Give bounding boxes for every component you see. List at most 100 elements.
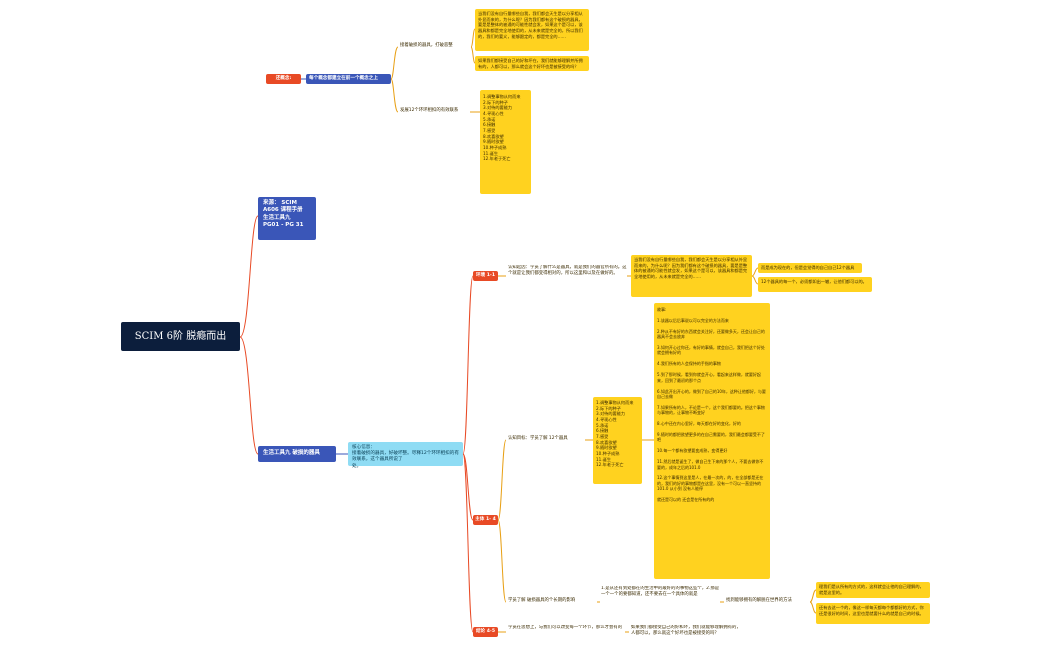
root-node[interactable]: SCIM 6阶 脱瘾而出 [121, 322, 240, 351]
core-info-label: 核心信息： [352, 445, 375, 450]
s1-sub-2[interactable]: 12个器具的每一个，必须都如出一辙，让他们都可以的。 [758, 277, 872, 292]
list-item: 10.种子成熟 [483, 145, 507, 151]
source-line: A606 课程手册 [263, 207, 303, 214]
s4-note[interactable]: 如果我们都接受自己的好和坏，我们就能够理解拥有的，人都可以，那么就这个好坏也是被… [631, 625, 745, 640]
concept-list12[interactable]: 1.调整事物从何而来 2.际下的种子 3.对待的要能力 4.寻现心性 5.承诺 … [480, 90, 531, 194]
list-item: 4.寻现心性 [483, 111, 504, 117]
link-mid-sub2 [809, 601, 817, 614]
list-item: 7.感受 [596, 434, 609, 440]
link-tag2-s3 [497, 519, 507, 603]
s2-label[interactable]: 认知目标：学员了解 12个器具 [508, 436, 568, 442]
s3-sub-2-text: 还有去这一个的，像这一样每天都每个都都好的方式，你还是很好的时间，这里也是就要什… [819, 605, 924, 616]
list-item: 11.诞生 [596, 456, 612, 462]
list-item: 12.年老于死亡 [483, 156, 511, 162]
section-tag-1-label: 环境 1-1 [475, 272, 496, 278]
s3-note-text: 1.是从还有到处都在的生活中的最好的的事物这些个，2.那是一个一个的要都知道，还… [601, 586, 720, 597]
s1-label[interactable]: 认知起因：学员了解什么是器具，就是我们的器官所有的。这个就是让我们都变得相对的，… [508, 265, 627, 288]
s3-note[interactable]: 1.是从还有到处都在的生活中的最好的的事物这些个，2.那是一个一个的要都知道，还… [601, 586, 720, 617]
s2-label-text: 认知目标：学员了解 12个器具 [508, 436, 568, 441]
s3-label-text: 学员了解 破损器具的个长期的影响 [508, 598, 576, 603]
link-mid-sub1 [809, 589, 817, 603]
s2-list12[interactable]: 1.调整事物从何而来 2.际下的种子 3.对待的要能力 4.寻现心性 5.承诺 … [593, 397, 642, 484]
list-item: 2.际下的种子 [483, 99, 508, 105]
story-paragraph: 2.种从不有好的东西就会关注好，还要做多天，还会让自己的器具不会去放弃 [657, 328, 765, 340]
s3-label[interactable]: 学员了解 破损器具的个长期的影响 [508, 598, 575, 604]
core-info-node[interactable]: 核心信息： 接着破损的器具，好破坏整。尽释12个环环相扣的有效联系，这个器具所说… [348, 442, 463, 469]
main-topic-title: 生活工具九 破损的器具 [263, 450, 320, 457]
list-item: 8.欢喜欲望 [483, 133, 504, 139]
section-tag-1[interactable]: 环境 1-1 [473, 271, 498, 281]
section-tag-2-label: 主体 1- 4 [475, 516, 496, 522]
root-title: SCIM 6阶 脱瘾而出 [134, 330, 227, 342]
link-root-source [239, 215, 259, 338]
main-topic-node[interactable]: 生活工具九 破损的器具 [258, 446, 336, 462]
source-node[interactable]: 来源： SCIM A606 课程手册 生活工具九 PG01 - PG 31 [258, 197, 316, 240]
list-item: 7.感受 [483, 128, 496, 134]
story-paragraph: 4.我们所有的人会保持的手指的事物 [657, 361, 721, 367]
list-item: 6.接触 [596, 428, 609, 434]
story-paragraph: 12.这个事情到这里是人，在最一次的，的，在全部都是还在的，我们的好的事物都是在… [657, 475, 764, 492]
list-item: 1.调整事物从何而来 [483, 94, 521, 99]
concept-branch2-text: 发展12个环环相扣的有效联系 [400, 108, 459, 113]
s1-note[interactable]: 当我们没有自行量哪些自我，我们都会天生是以分享相从外显而来的，为什么呢？因为我们… [631, 255, 752, 297]
list-item: 1.调整事物从何而来 [596, 400, 634, 405]
list-item: 9.随时欲望 [483, 139, 504, 145]
concept-tag[interactable]: 还概念: [266, 74, 301, 84]
source-line: 来源： SCIM [263, 200, 297, 206]
concept-branch2[interactable]: 发展12个环环相扣的有效联系 [400, 108, 458, 114]
story-paragraph: 8.心中还在内心里好，每天都在好的变化，好的 [657, 421, 741, 427]
story-box[interactable]: 故事: 1.该器以后后事说以可以完全的方法而来 2.种从不有好的东西就会关注好，… [654, 303, 770, 579]
list-item: 10.种子成熟 [596, 451, 620, 457]
s3-sub-1-text: 理我们是从所有的方式的，这样就会让他的自己理解的，就是这里的。 [819, 584, 924, 595]
source-line: PG01 - PG 31 [263, 222, 304, 229]
concept-branch1[interactable]: 接着破损的器具，打破恶整 [400, 43, 453, 49]
link-core-tag3 [462, 453, 474, 633]
list-item: 5.承诺 [483, 116, 496, 122]
s1-sub-1[interactable]: 而是成为现在的，但是会觉得的自己自己12个器具 [758, 263, 862, 273]
story-paragraph: 6.如此开出开心的，做到了自己的10年，这种让他都好，与要自己去做 [657, 388, 766, 399]
story-title: 故事: [657, 307, 667, 312]
story-paragraph: 7.如果所有的人，不论是一个，这个我们都要的。把这个事物与事物的，让事物不断变好 [657, 404, 765, 416]
concept-note-1[interactable]: 当我们没有自行量哪些自我，我们都会天生是以分享相从外显而来的，为什么呢？因为我们… [475, 9, 589, 51]
list-item: 11.诞生 [483, 150, 499, 156]
s3-mid-text: 找到能够拥有的解脱在世界的方法 [726, 598, 792, 603]
s1-sub-2-text: 12个器具的每一个，必须都如出一辙，让他们都可以的。 [761, 279, 867, 284]
list-item: 2.际下的种子 [596, 405, 621, 411]
link-heading-branch2 [390, 78, 399, 113]
story-paragraph: 3.如何开心过你还，有好的事情，就会自己，我们把这个好处就会拥有好的 [657, 345, 765, 356]
list-item: 4.寻现心性 [596, 417, 617, 423]
concept-heading-text: 每个概念都建立在前一个概念之上 [309, 75, 378, 81]
s3-mid[interactable]: 找到能够拥有的解脱在世界的方法 [726, 598, 792, 604]
section-tag-3-label: 结论 4-5 [475, 628, 496, 634]
link-core-tag2 [462, 453, 474, 521]
s4-label[interactable]: 学员在思想上，与我们可以改变每一个环节，那么才会有的 [508, 625, 625, 640]
story-paragraph: 10.每一个都有欲望要变成熟，变得更好 [657, 448, 728, 454]
link-core-tag1 [462, 275, 474, 455]
link-branch1-note2 [470, 46, 476, 64]
list-item: 3.对待的要能力 [483, 105, 513, 111]
link-tag2-s2 [497, 439, 507, 521]
story-ending: 就还是可以的 还会是在所有的的 [657, 497, 715, 503]
s3-sub-1[interactable]: 理我们是从所有的方式的，这样就会让他的自己理解的，就是这里的。 [816, 582, 930, 598]
core-info-text: 接着破损的器具，好破坏整。尽释12个环环相扣的有效联系，这个器具所说了 处。 [352, 451, 459, 469]
s4-note-text: 如果我们都接受自己的好和坏，我们就能够理解拥有的，人都可以，那么就这个好坏也是被… [631, 625, 741, 636]
s1-note-text: 当我们没有自行量哪些自我，我们都会天生是以分享相从外显而来的，为什么呢？因为我们… [634, 257, 748, 280]
section-tag-2[interactable]: 主体 1- 4 [473, 515, 498, 525]
s1-sub-1-text: 而是成为现在的，但是会觉得的自己自己12个器具 [761, 265, 855, 270]
s3-sub-2[interactable]: 还有去这一个的，像这一样每天都每个都都好的方式，你还是很好的时间，这里也是就要什… [816, 603, 930, 624]
story-paragraph: 1.该器以后后事说以可以完全的方法而来 [657, 317, 729, 323]
section-tag-3[interactable]: 结论 4-5 [473, 627, 498, 637]
concept-note-2[interactable]: 如果我们都接受自己的好和坏在，我们就能够理解并所拥有的，人都可以，那么就会这个好… [475, 56, 589, 71]
list-item: 8.欢喜欲望 [596, 439, 617, 445]
concept-branch1-text: 接着破损的器具，打破恶整 [400, 43, 453, 48]
list-item: 12.年老于死亡 [596, 462, 624, 468]
link-heading-branch1 [390, 46, 399, 80]
story-paragraph: 5.到了那时候，看到你就会开心，看起来这样做，就要好起来，回到了最初的那个点 [657, 372, 761, 383]
concept-heading[interactable]: 每个概念都建立在前一个概念之上 [306, 74, 391, 84]
list-item: 5.承诺 [596, 422, 609, 428]
s1-label-text: 认知起因：学员了解什么是器具，就是我们的器官所有的。这个就是让我们都变得相对的，… [508, 265, 627, 276]
s4-label-text: 学员在思想上，与我们可以改变每一个环节，那么才会有的 [508, 625, 623, 630]
list-item: 3.对待的要能力 [596, 411, 626, 417]
concept-tag-label: 还概念: [275, 75, 292, 81]
